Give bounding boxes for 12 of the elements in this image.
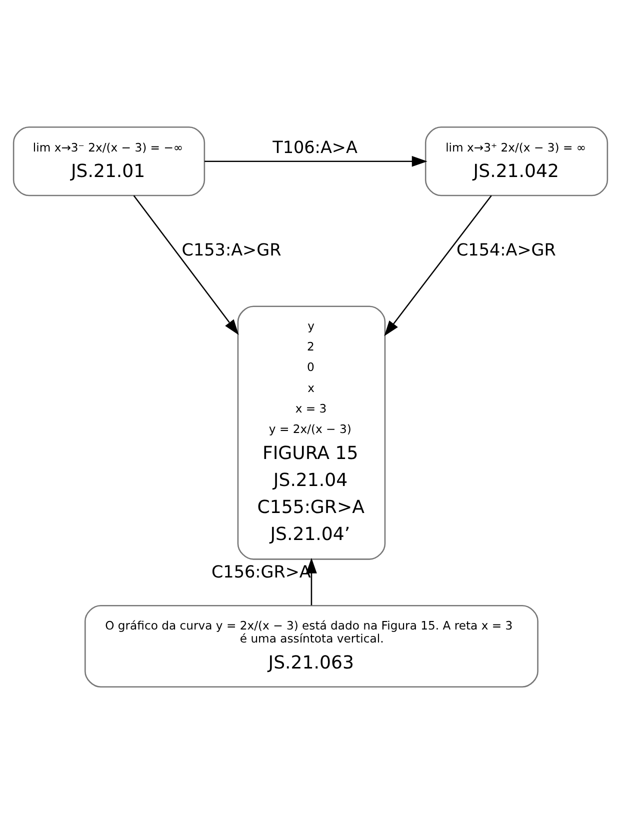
edge-label: C156:GR>A [211,562,311,582]
edge-label: C154:A>GR [456,239,556,260]
arrow [133,195,239,335]
arrow [306,558,317,606]
node-box: lim x→3⁻ 2x/(x − 3) = −∞ JS.21.01 [12,126,206,196]
node-box: lim x→3⁺ 2x/(x − 3) = ∞ JS.21.042 [424,126,608,196]
arrow [384,195,492,336]
node-box: O gráfico da curva y = 2x/(x − 3) está dado na Figura 15. A reta x = 3 é uma assíntota vertical. JS.21.063 [84,604,538,688]
edge-label: C153:A>GR [182,239,282,260]
edge-label: T106:A>A [272,136,358,157]
arrow [204,156,428,167]
node-box: y 2 0 x x = 3 y = 2x/(x − 3) FIGURA 15 JS.21.04 C155:GR>A JS.21.04’ [237,306,386,560]
